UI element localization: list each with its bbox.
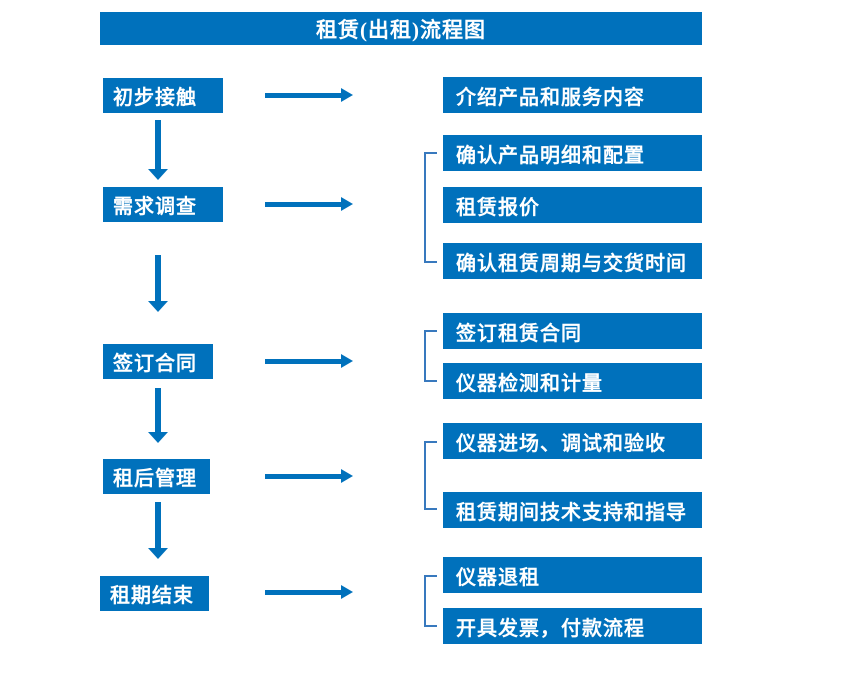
arrow-shaft bbox=[155, 502, 161, 549]
down-arrow-icon bbox=[148, 388, 168, 443]
group-bracket bbox=[424, 330, 437, 382]
detail-box-instrument-testing: 仪器检测和计量 bbox=[443, 363, 702, 399]
detail-box-invoice-payment: 开具发票，付款流程 bbox=[443, 608, 702, 644]
step-box-demand-survey: 需求调查 bbox=[103, 187, 223, 222]
detail-box-sign-rental-contract: 签订租赁合同 bbox=[443, 313, 702, 349]
arrow-head bbox=[148, 169, 168, 180]
down-arrow-icon bbox=[148, 120, 168, 180]
flowchart-title: 租赁(出租)流程图 bbox=[100, 12, 702, 45]
arrow-shaft bbox=[265, 590, 342, 595]
step-box-sign-contract: 签订合同 bbox=[103, 344, 213, 379]
arrow-shaft bbox=[155, 388, 161, 433]
detail-box-technical-support: 租赁期间技术支持和指导 bbox=[443, 492, 702, 528]
step-box-rental-end: 租期结束 bbox=[100, 576, 209, 611]
arrow-shaft bbox=[265, 93, 342, 98]
right-arrow-icon bbox=[265, 585, 353, 600]
arrow-shaft bbox=[155, 120, 161, 170]
right-arrow-icon bbox=[265, 354, 353, 369]
down-arrow-icon bbox=[148, 255, 168, 312]
right-arrow-icon bbox=[265, 197, 353, 212]
arrow-head bbox=[148, 301, 168, 312]
arrow-head bbox=[341, 585, 353, 599]
group-bracket bbox=[424, 441, 437, 510]
down-arrow-icon bbox=[148, 502, 168, 559]
arrow-shaft bbox=[265, 359, 342, 364]
arrow-shaft bbox=[265, 474, 342, 479]
right-arrow-icon bbox=[265, 469, 353, 484]
detail-box-instrument-return: 仪器退租 bbox=[443, 557, 702, 593]
group-bracket bbox=[424, 152, 437, 263]
arrow-head bbox=[341, 354, 353, 368]
detail-box-instrument-setup-acceptance: 仪器进场、调试和验收 bbox=[443, 423, 702, 459]
group-bracket bbox=[424, 575, 437, 627]
step-box-initial-contact: 初步接触 bbox=[103, 78, 223, 113]
arrow-head bbox=[341, 88, 353, 102]
step-box-post-rental-management: 租后管理 bbox=[103, 459, 210, 494]
detail-box-introduce-products: 介绍产品和服务内容 bbox=[443, 77, 702, 113]
arrow-head bbox=[148, 548, 168, 559]
detail-box-confirm-product-config: 确认产品明细和配置 bbox=[443, 135, 702, 171]
arrow-head bbox=[341, 469, 353, 483]
detail-box-confirm-period-delivery: 确认租赁周期与交货时间 bbox=[443, 243, 702, 279]
right-arrow-icon bbox=[265, 88, 353, 103]
arrow-head bbox=[148, 432, 168, 443]
arrow-shaft bbox=[265, 202, 342, 207]
detail-box-rental-quote: 租赁报价 bbox=[443, 187, 702, 223]
arrow-shaft bbox=[155, 255, 161, 302]
arrow-head bbox=[341, 197, 353, 211]
